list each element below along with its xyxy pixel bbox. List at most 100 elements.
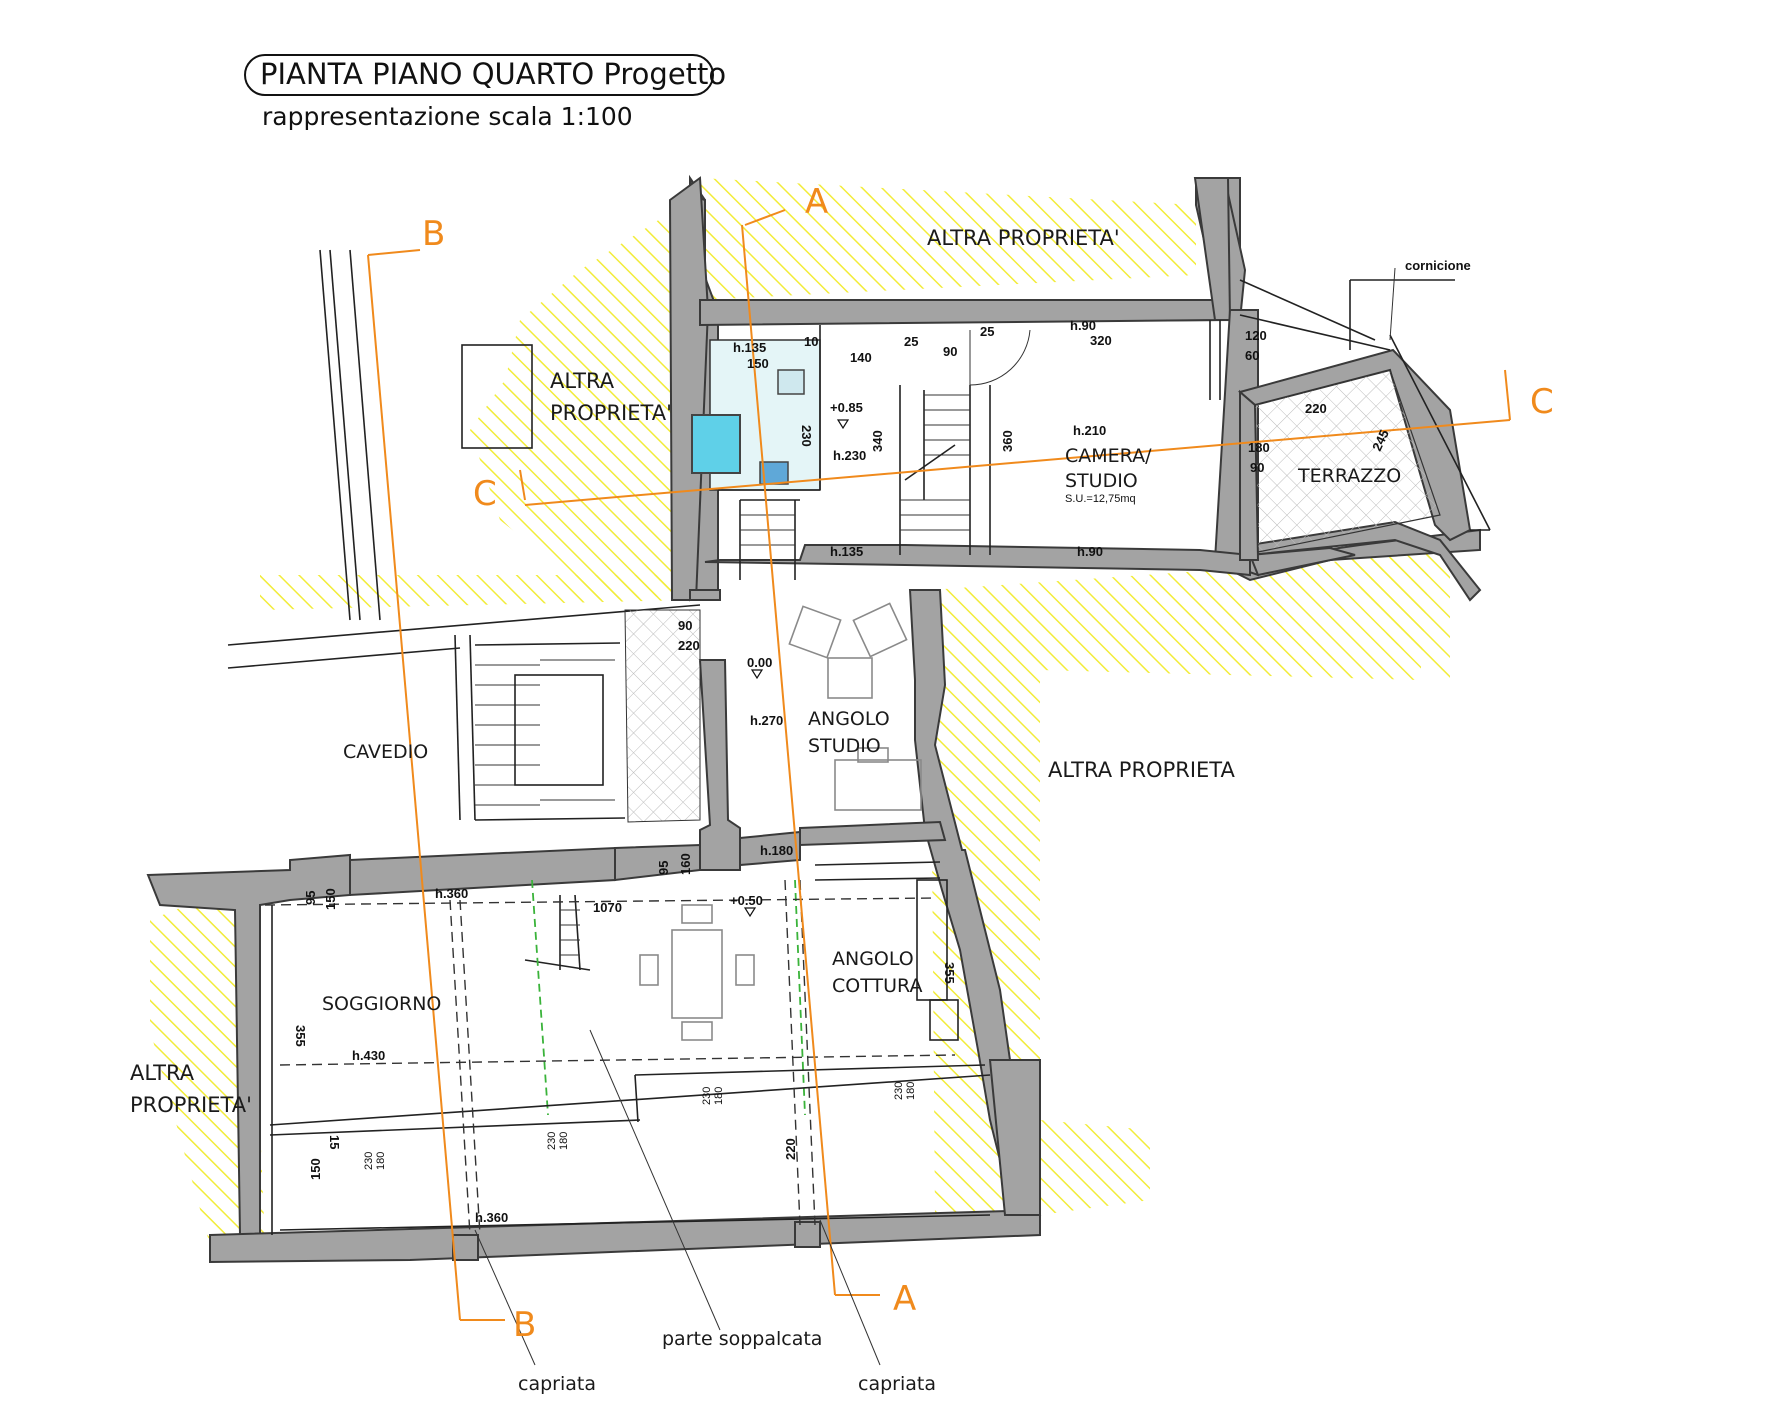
room-angolo-cottura-1: ANGOLO [832, 948, 914, 970]
cornicione [1239, 279, 1491, 531]
dim: h.210 [1073, 423, 1106, 438]
skylight-rect [461, 344, 533, 449]
section-b-top: B [422, 214, 445, 254]
note-parte-soppalcata: parte soppalcata [662, 1328, 822, 1350]
room-soggiorno: SOGGIORNO [322, 993, 441, 1015]
chair-bottom [681, 1021, 713, 1041]
room-cavedio: CAVEDIO [343, 741, 428, 763]
neighbour-top: ALTRA PROPRIETA' [927, 226, 1120, 250]
dim: 60 [1245, 348, 1259, 363]
dim: 140 [850, 350, 872, 365]
dim: 355 [942, 962, 957, 984]
dim: h.360 [435, 886, 468, 901]
dim: h.180 [760, 843, 793, 858]
dim: 0.00 [747, 655, 772, 670]
subtitle: rappresentazione scala 1:100 [262, 102, 633, 131]
section-c-right: C [1530, 382, 1554, 422]
dim: 1070 [593, 900, 622, 915]
room-camera-label-2: STUDIO [1065, 470, 1138, 492]
chair-top [681, 904, 713, 924]
dim: 220 [1305, 401, 1327, 416]
toilet-icon [777, 369, 805, 395]
dim: 230 [546, 1132, 558, 1150]
dim: 90 [678, 618, 692, 633]
dim: 90 [1250, 460, 1264, 475]
dim: 180 [1248, 440, 1270, 455]
dim: h.135 [733, 340, 766, 355]
dim: 230 [701, 1087, 713, 1105]
armchair-1 [788, 605, 842, 659]
note-cornicione: cornicione [1405, 258, 1471, 273]
walls [146, 174, 1482, 1264]
neighbour-left-lower-2: PROPRIETA' [130, 1093, 252, 1117]
desk-chair [857, 747, 889, 763]
chair-right [735, 954, 755, 986]
section-b-bottom: B [513, 1305, 536, 1345]
room-camera-area: S.U.=12,75mq [1065, 493, 1136, 505]
dim: h.270 [750, 713, 783, 728]
neighbour-left-upper-1: ALTRA [550, 369, 615, 393]
room-camera-label-1: CAMERA/ [1065, 445, 1152, 467]
dining-table [671, 929, 723, 1019]
dim: h.360 [475, 1210, 508, 1225]
level-marker-icon [750, 669, 764, 680]
dim: 10 [804, 334, 818, 349]
dim: 355 [293, 1025, 308, 1047]
title: PIANTA PIANO QUARTO Progetto [260, 57, 726, 91]
dim: 120 [1245, 328, 1267, 343]
dim: 180 [905, 1082, 917, 1100]
dim: h.135 [830, 544, 863, 559]
dim: 160 [678, 853, 693, 875]
external-lines [227, 249, 701, 669]
section-lines [367, 209, 1511, 1321]
dim: 180 [558, 1132, 570, 1150]
level-marker-icon [743, 907, 757, 918]
dim: 95 [656, 861, 671, 875]
chair-left [639, 954, 659, 986]
dim: 95 [303, 891, 318, 905]
room-angolo-cottura-2: COTTURA [832, 975, 922, 997]
neighbour-left-lower-1: ALTRA [130, 1061, 195, 1085]
dim: 320 [1090, 333, 1112, 348]
dim: 340 [870, 430, 885, 452]
title-frame [244, 54, 714, 96]
dim: 150 [323, 888, 338, 910]
level-marker-icon [836, 419, 850, 430]
desk [834, 759, 922, 811]
note-capriata-right: capriata [858, 1373, 936, 1395]
leader-lines [474, 267, 1396, 1366]
dim: 25 [904, 334, 918, 349]
dim: 15 [327, 1135, 342, 1149]
dim: +0.50 [730, 893, 763, 908]
interior-lines [264, 320, 1441, 1236]
room-angolo-studio-2: STUDIO [808, 735, 881, 757]
dim: 180 [375, 1152, 387, 1170]
dim: h.230 [833, 448, 866, 463]
section-a-top: A [805, 182, 828, 222]
section-c-left: C [473, 474, 497, 514]
dim: 220 [678, 638, 700, 653]
dim: 150 [308, 1158, 323, 1180]
dim: 230 [363, 1152, 375, 1170]
dim: h.90 [1077, 544, 1103, 559]
dim: 230 [893, 1082, 905, 1100]
note-capriata-left: capriata [518, 1373, 596, 1395]
dimensions: h.135 150 10 140 25 90 25 h.90 320 120 6… [293, 318, 1392, 1225]
dim: h.430 [352, 1048, 385, 1063]
room-terrazzo: TERRAZZO [1297, 465, 1401, 487]
dim: 25 [980, 324, 994, 339]
neighbour-right: ALTRA PROPRIETA [1048, 758, 1235, 782]
dim: 180 [713, 1087, 725, 1105]
dim: 230 [799, 425, 814, 447]
dim: 90 [943, 344, 957, 359]
dim: 150 [747, 356, 769, 371]
armchair-2 [852, 602, 908, 658]
dim: h.90 [1070, 318, 1096, 333]
dim: 220 [783, 1138, 798, 1160]
room-angolo-studio-1: ANGOLO [808, 708, 890, 730]
dim: 360 [1000, 430, 1015, 452]
shower-tray [691, 414, 741, 474]
dim: +0.85 [830, 400, 863, 415]
section-a-bottom: A [893, 1279, 916, 1319]
